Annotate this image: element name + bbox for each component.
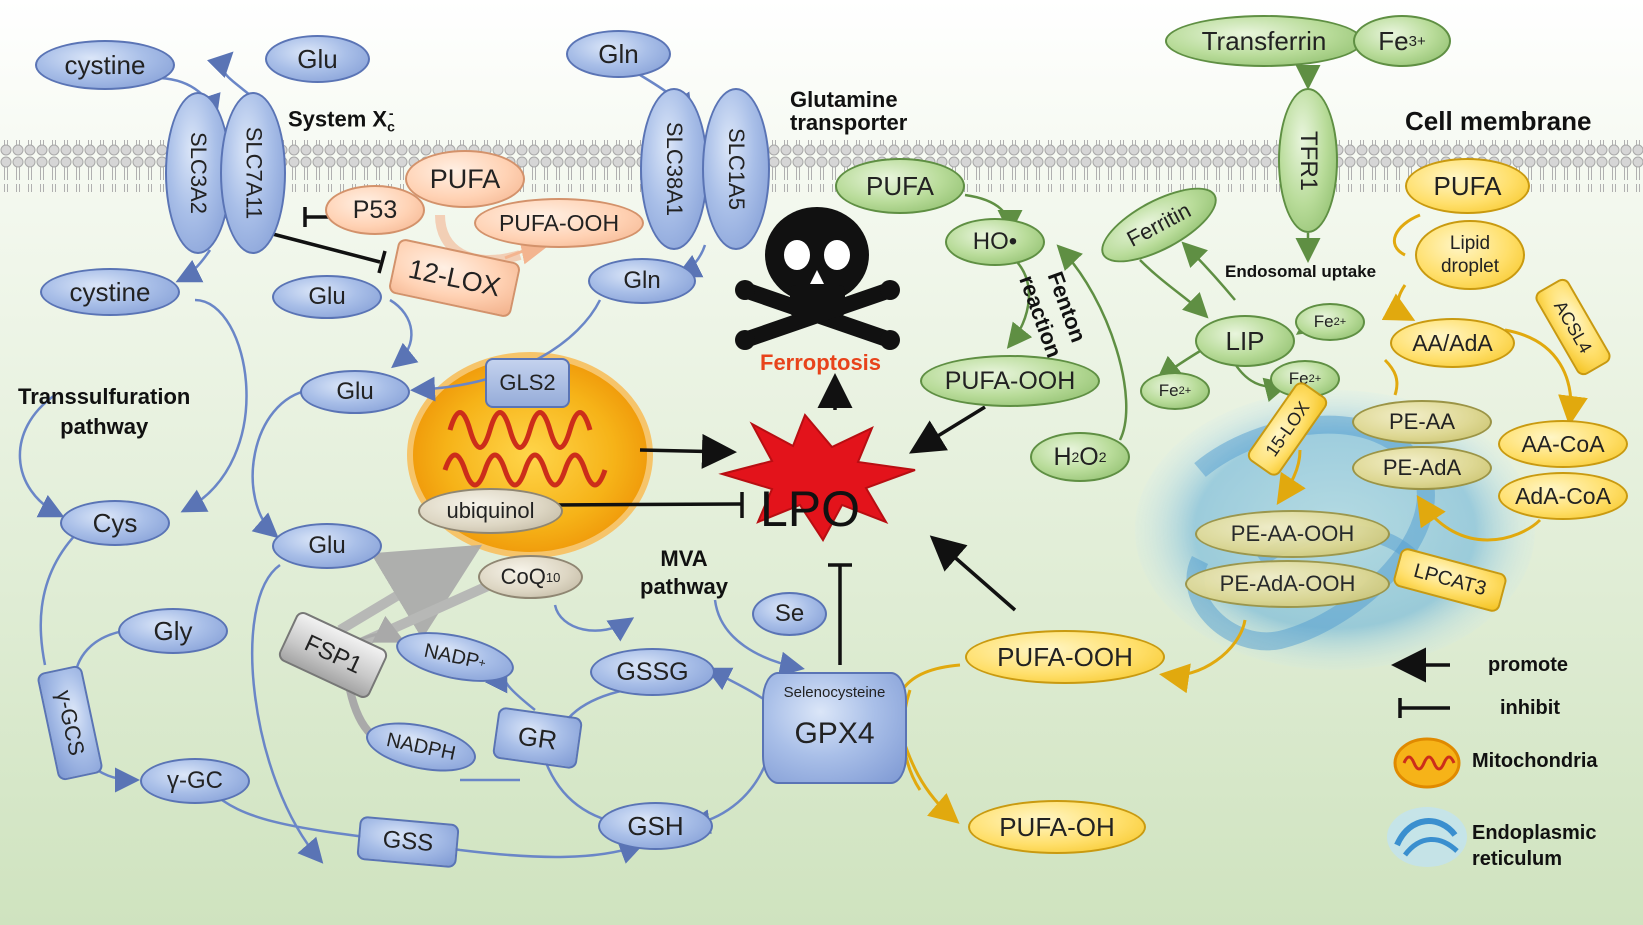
gpx4-label: GPX4 xyxy=(794,717,875,750)
mva-pathway-label: MVA pathway xyxy=(640,546,729,599)
ada-coa-node: AdA-CoA xyxy=(1498,472,1628,520)
ferroptosis-label: Ferroptosis xyxy=(760,350,882,375)
pe-aa-node: PE-AA xyxy=(1352,400,1492,444)
legend-er-icon xyxy=(1387,807,1467,867)
gls2-enzyme: GLS2 xyxy=(485,358,570,408)
pufa-ooh-salmon-node: PUFA-OOH xyxy=(474,198,644,248)
legend-mitochondria-label: Mitochondria xyxy=(1472,750,1598,772)
pufa-ooh-green-node: PUFA-OOH xyxy=(920,355,1100,407)
pufa-salmon-node: PUFA xyxy=(405,150,525,208)
glu-inside-2: Glu xyxy=(300,370,410,414)
lpo-label: LPO xyxy=(760,481,861,537)
lip-node: LIP xyxy=(1195,315,1295,367)
tfr1-receptor: TFR1 xyxy=(1278,88,1338,233)
endosomal-uptake-label: Endosomal uptake xyxy=(1225,262,1377,281)
transferrin-node: Transferrin xyxy=(1165,15,1363,67)
aa-coa-node: AA-CoA xyxy=(1498,420,1628,468)
legend-inhibit-label: inhibit xyxy=(1500,697,1560,719)
legend-mitochondria-icon xyxy=(1393,737,1461,789)
cystine-outside: cystine xyxy=(35,40,175,90)
slc38a1-transporter: SLC38A1 xyxy=(640,88,708,250)
gln-outside: Gln xyxy=(566,30,671,78)
system-xc-label: System Xc- xyxy=(288,105,395,135)
slc7a11-transporter: SLC7A11 xyxy=(220,92,286,254)
gly-node: Gly xyxy=(118,608,228,654)
pe-ada-node: PE-AdA xyxy=(1352,446,1492,490)
transsulfuration-pathway-label: Transsulfuration pathway xyxy=(18,384,191,439)
gss-enzyme: GSS xyxy=(356,815,460,869)
gln-inside: Gln xyxy=(588,258,696,304)
glu-inside-3: Glu xyxy=(272,523,382,569)
slc1a5-transporter: SLC1A5 xyxy=(702,88,770,250)
hydroxyl-radical-node: HO• xyxy=(945,218,1045,266)
glu-outside: Glu xyxy=(265,35,370,83)
cystine-inside: cystine xyxy=(40,268,180,316)
cys-node: Cys xyxy=(60,500,170,546)
aa-ada-node: AA/AdA xyxy=(1390,318,1515,368)
pe-aa-ooh-node: PE-AA-OOH xyxy=(1195,510,1390,558)
glu-inside-1: Glu xyxy=(272,275,382,319)
pufa-yellow-node: PUFA xyxy=(1405,158,1530,214)
lipid-droplet-node: Lipid droplet xyxy=(1415,220,1525,290)
pufa-green-node: PUFA xyxy=(835,158,965,214)
p53-node: P53 xyxy=(325,185,425,235)
legend-er-label: Endoplasmic reticulum xyxy=(1472,822,1597,870)
selenocysteine-label: Selenocysteine xyxy=(783,684,886,701)
selenium-node: Se xyxy=(752,592,827,636)
lpo-star xyxy=(718,413,916,542)
gamma-gc-node: γ-GC xyxy=(140,758,250,804)
ubiquinol-node: ubiquinol xyxy=(418,488,563,534)
gssg-node: GSSG xyxy=(590,648,715,696)
legend-promote-label: promote xyxy=(1488,654,1568,676)
gpx4-enzyme: Selenocysteine GPX4 xyxy=(762,672,907,784)
skull-crossbones-icon xyxy=(735,207,900,350)
pufa-ooh-yellow-node: PUFA-OOH xyxy=(965,630,1165,684)
glutamine-transporter-label: Glutamine transporter xyxy=(790,87,908,135)
gsh-node: GSH xyxy=(598,802,713,850)
pufa-oh-node: PUFA-OH xyxy=(968,800,1146,854)
pe-ada-ooh-node: PE-AdA-OOH xyxy=(1185,560,1390,608)
cell-membrane-label: Cell membrane xyxy=(1405,106,1592,136)
